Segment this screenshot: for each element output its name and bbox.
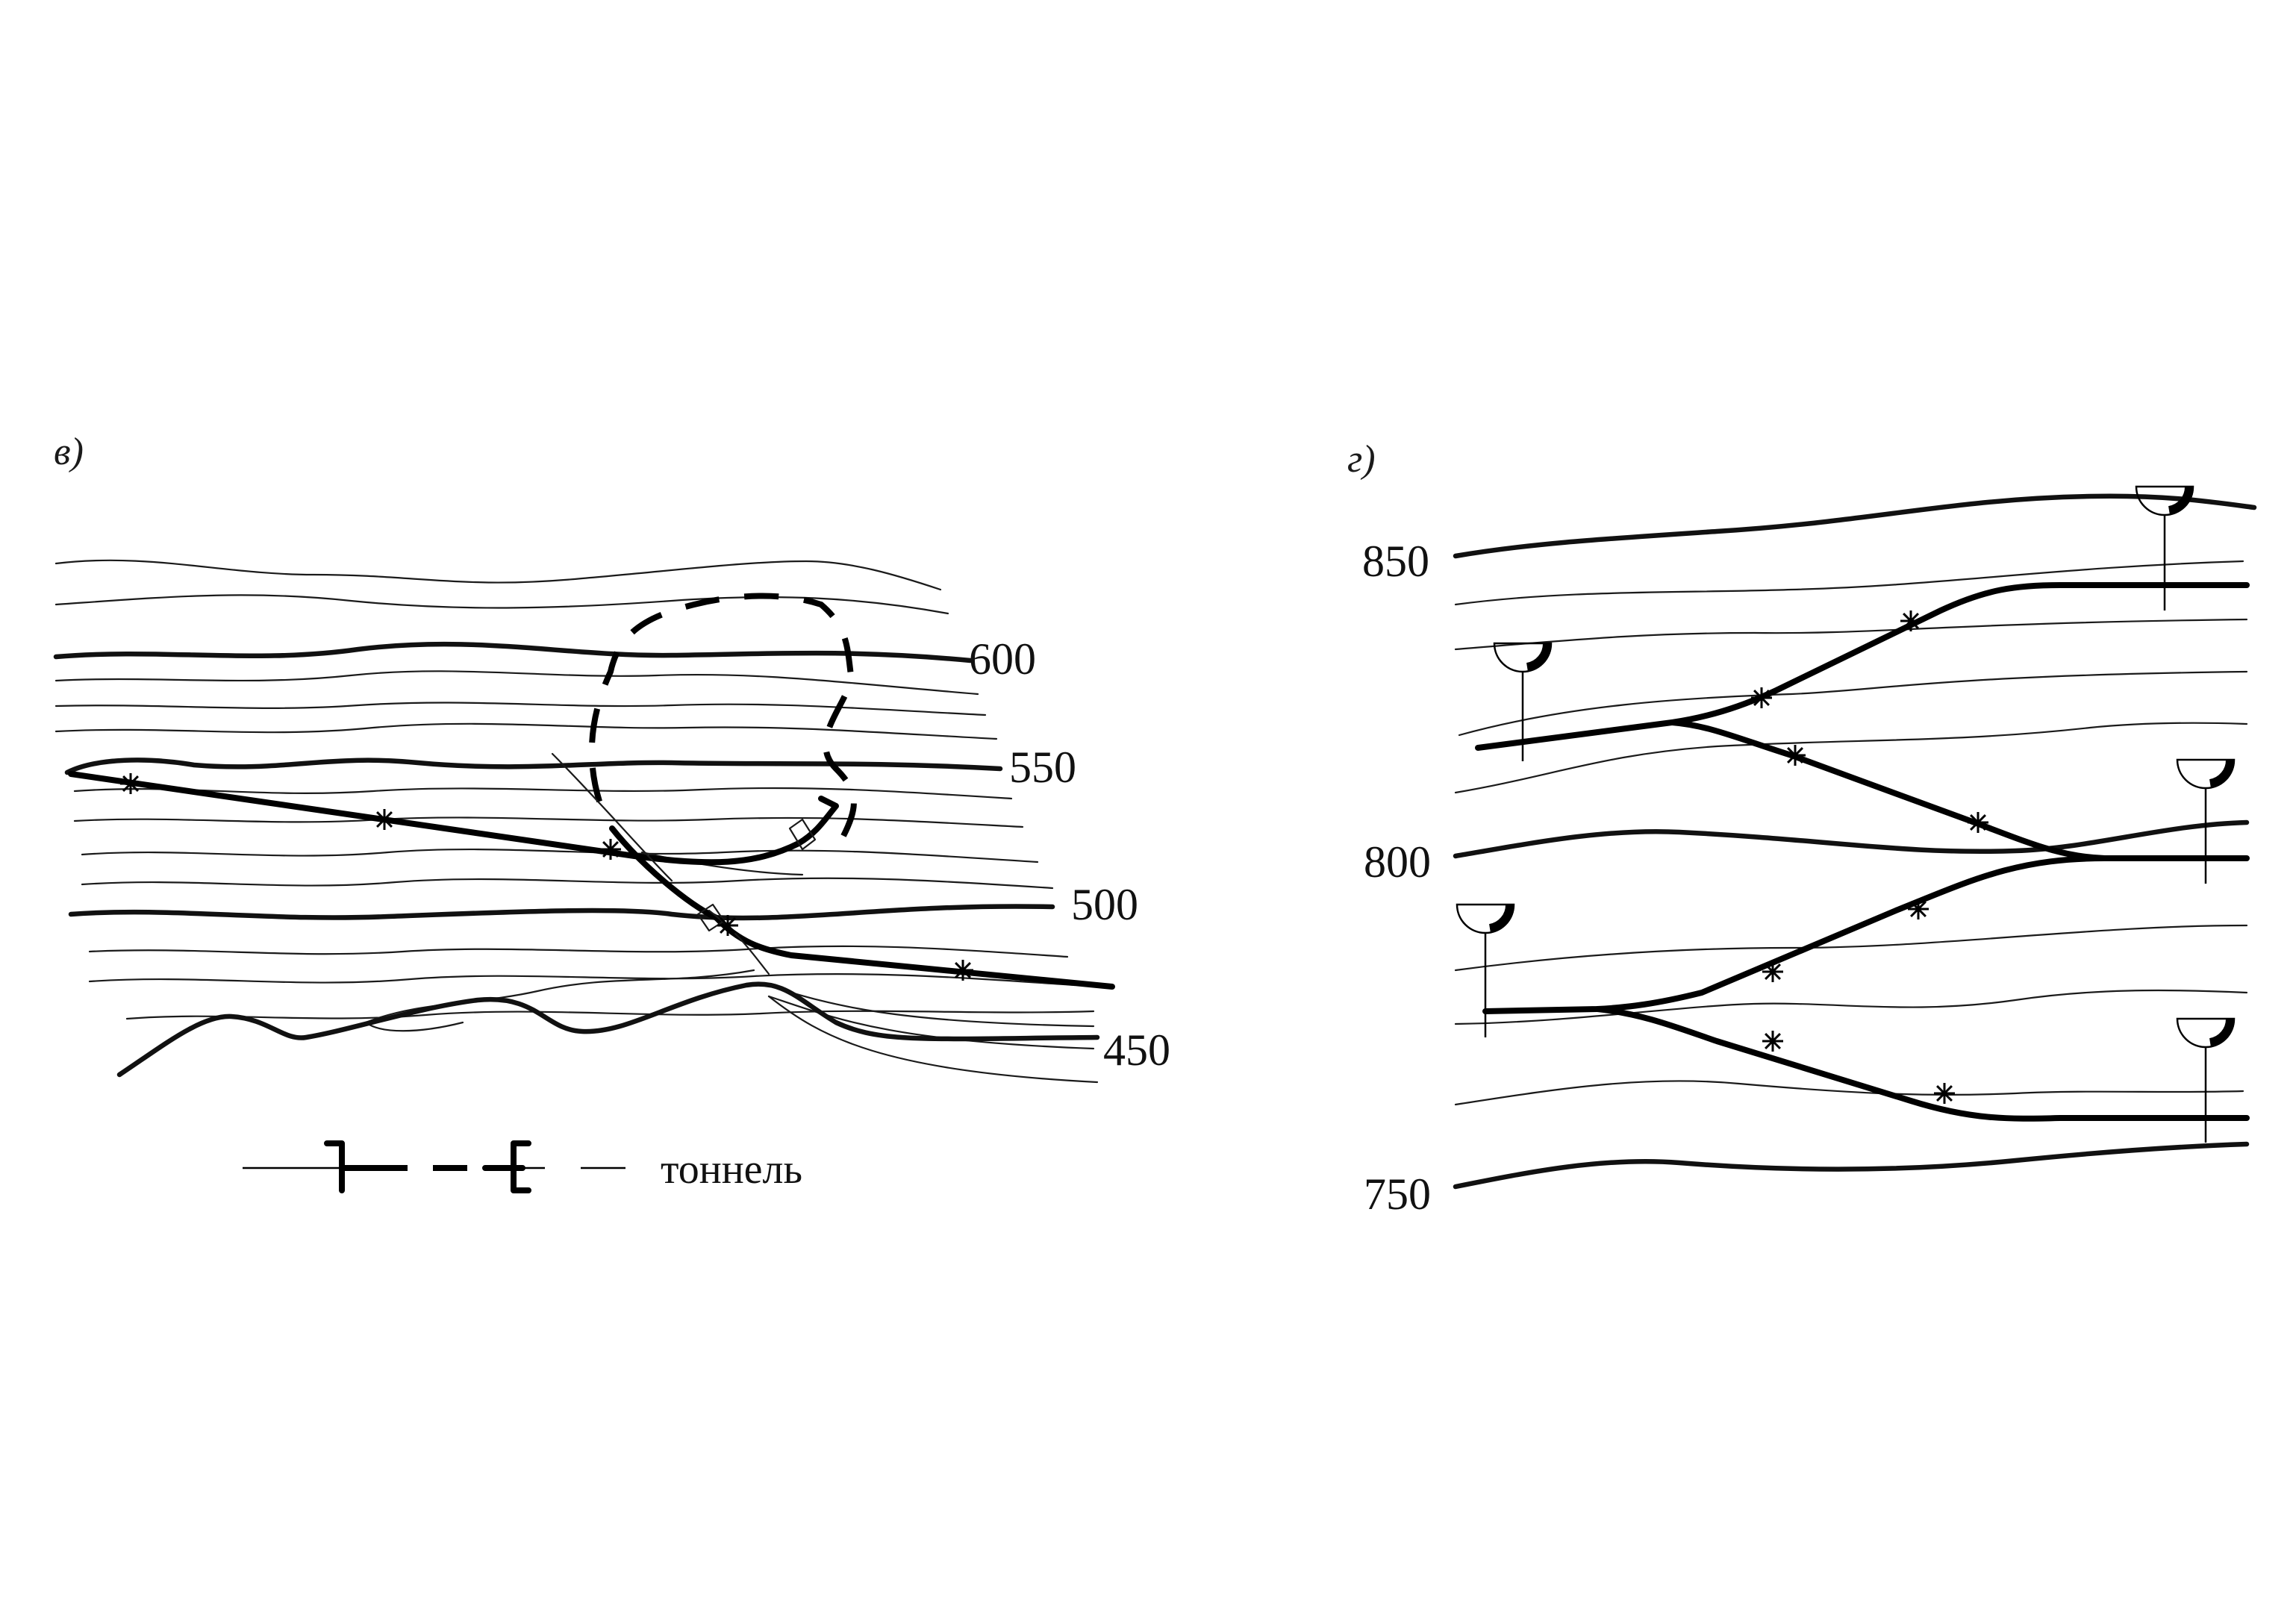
contour — [88, 973, 1076, 987]
turnaround-symbol — [1493, 642, 1553, 761]
serpentine-road — [1475, 582, 2250, 1122]
road-marker — [1900, 610, 1921, 631]
index-contour-850 — [1453, 493, 2257, 559]
panel-v: в) — [53, 431, 1170, 1193]
index-contour-750 — [1453, 1141, 2250, 1190]
panel-g-contours-index — [1453, 493, 2257, 1190]
road-marker — [1762, 961, 1783, 982]
road-marker — [1968, 812, 1988, 833]
turnaround-symbols — [1456, 485, 2236, 1143]
contour — [88, 945, 1069, 958]
panel-g: г) 850 800 750 — [1347, 438, 2257, 1219]
road — [1482, 855, 2108, 1014]
panel-v-contours-index — [53, 641, 1100, 1078]
panel-g-label: г) — [1347, 438, 1376, 481]
elevation-label-850: 850 — [1362, 537, 1429, 586]
tunnel-path — [588, 593, 857, 837]
contour — [1454, 618, 2248, 651]
index-contour-550 — [64, 758, 1003, 775]
contour — [54, 722, 998, 740]
legend-label: тоннель — [661, 1146, 802, 1193]
elevation-label-500: 500 — [1071, 880, 1138, 929]
road-marker — [600, 839, 621, 860]
contour — [81, 877, 1054, 890]
contour — [73, 787, 1013, 800]
road-marker — [374, 809, 395, 830]
road-markers — [1751, 610, 1988, 1104]
contour — [364, 969, 755, 1024]
road-marker — [120, 773, 141, 794]
contour — [81, 848, 1039, 863]
contour — [1454, 722, 2248, 794]
contour — [125, 1010, 1095, 1020]
turnaround-symbol — [2176, 758, 2236, 884]
elevation-label-550: 550 — [1009, 743, 1076, 792]
road — [609, 825, 1115, 990]
road — [1475, 582, 2250, 751]
index-contour-800 — [1453, 819, 2250, 859]
contour — [1454, 560, 2244, 606]
road — [1669, 719, 2250, 861]
portal-mark — [788, 818, 817, 851]
elevation-label-800: 800 — [1364, 837, 1431, 887]
contour — [1454, 989, 2248, 1025]
contour — [54, 559, 942, 591]
road — [1594, 1006, 2250, 1122]
road-marker — [1785, 745, 1806, 766]
contour — [767, 995, 1099, 1084]
road-markers — [120, 773, 973, 981]
contour — [1458, 670, 2248, 737]
turnaround-symbol — [2176, 1017, 2236, 1143]
panel-g-contours-thin — [1454, 560, 2248, 1106]
index-contour-450 — [116, 981, 1100, 1078]
contour — [54, 670, 979, 696]
turnaround-symbol — [1456, 903, 1515, 1037]
road-marker — [952, 960, 973, 981]
road-marker — [1934, 1083, 1955, 1104]
contour — [73, 816, 1024, 828]
elevation-label-750: 750 — [1364, 1169, 1431, 1219]
road — [68, 771, 839, 866]
legend-portal-left — [324, 1140, 376, 1193]
turnaround-symbol — [2135, 485, 2194, 610]
road-marker — [1751, 687, 1772, 708]
elevation-label-450: 450 — [1103, 1025, 1170, 1075]
index-contour-500 — [68, 904, 1055, 921]
elevation-label-600: 600 — [969, 634, 1036, 684]
contour — [767, 995, 1095, 1050]
road-marker — [1908, 899, 1929, 919]
cut-line — [708, 909, 770, 975]
contour — [54, 702, 987, 716]
contour — [364, 1021, 464, 1032]
legend-portal-right — [482, 1140, 531, 1193]
cut-line — [551, 752, 673, 882]
contour — [1454, 1080, 2244, 1106]
panel-v-label: в) — [54, 431, 84, 473]
road-marker — [1762, 1031, 1783, 1052]
tunnel-legend: тоннель — [243, 1140, 802, 1193]
contour — [54, 594, 949, 615]
index-contour-600 — [53, 641, 973, 663]
panel-v-contours-thin — [54, 559, 1099, 1084]
road-marker — [717, 915, 738, 936]
